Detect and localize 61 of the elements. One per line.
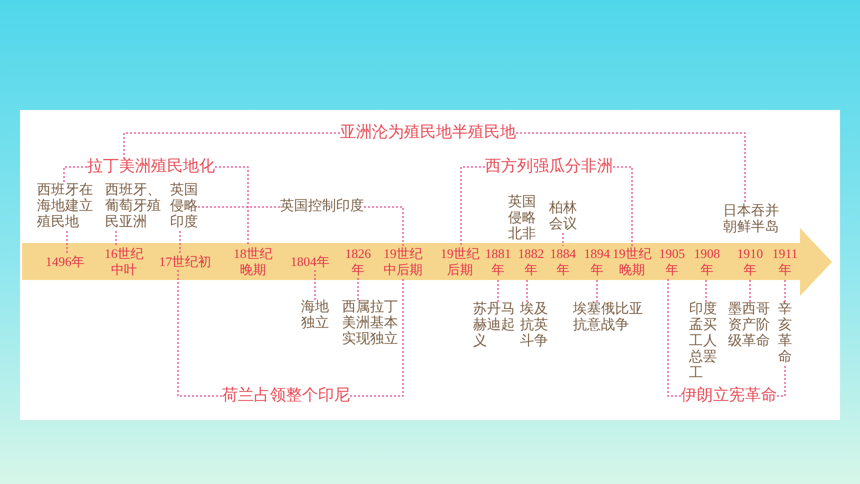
leader-line [784, 278, 786, 302]
leader-line [777, 366, 786, 397]
date-label: 1496年 [39, 254, 91, 270]
group-heading: 拉丁美洲殖民地化 [87, 159, 215, 175]
date-label: 19世纪后期 [437, 246, 483, 278]
leader-line [63, 166, 87, 183]
leader-line [364, 206, 404, 246]
group-heading: 西方列强瓜分非洲 [485, 159, 613, 175]
leader-line [497, 278, 499, 302]
group-heading: 亚洲沦为殖民地半殖民地 [340, 125, 516, 141]
leader-line [596, 278, 598, 302]
leader-line [357, 278, 359, 300]
event-text: 辛亥革命 [778, 302, 792, 366]
event-text: 西班牙、葡萄牙殖民亚洲 [105, 183, 161, 231]
event-text: 印度孟买工人总罢工 [689, 302, 717, 382]
date-label: 1911年 [770, 246, 800, 278]
leader-line [460, 166, 485, 246]
leader-line [350, 278, 404, 397]
date-label: 1884年 [548, 246, 578, 278]
leader-line [115, 231, 117, 246]
date-label: 16世纪中叶 [101, 246, 147, 278]
event-text: 日本吞并朝鲜半岛 [723, 204, 779, 236]
event-text: 英国控制印度 [280, 199, 364, 215]
date-label: 1910年 [735, 246, 765, 278]
group-heading: 荷兰占领整个印尼 [222, 388, 350, 404]
date-label: 1826年 [343, 246, 373, 278]
date-label: 1881年 [483, 246, 513, 278]
date-label: 1894年 [582, 246, 612, 278]
leader-line [123, 132, 340, 159]
leader-line [667, 278, 681, 397]
event-text: 柏林会议 [549, 201, 577, 233]
leader-line [314, 270, 316, 300]
event-text: 英国侵略印度 [170, 183, 198, 231]
event-text: 西班牙在海地建立殖民地 [37, 183, 93, 231]
event-text: 西属拉丁美洲基本实现独立 [342, 300, 398, 348]
group-heading: 伊朗立宪革命 [681, 388, 777, 404]
event-text: 埃及抗英斗争 [520, 302, 548, 350]
leader-line [526, 278, 528, 302]
date-label: 19世纪中后期 [380, 246, 426, 278]
date-label: 17世纪初 [152, 254, 218, 270]
event-text: 英国侵略北非 [508, 195, 536, 243]
date-label: 1804年 [287, 254, 333, 270]
date-label: 19世纪晚期 [611, 246, 653, 278]
date-label: 18世纪晚期 [230, 246, 276, 278]
leader-line [516, 132, 746, 204]
event-text: 墨西哥资产阶级革命 [728, 302, 770, 350]
leader-line [198, 206, 280, 208]
leader-line [705, 278, 707, 302]
event-text: 埃塞俄比亚抗意战争 [573, 302, 643, 334]
event-text: 苏丹马赫迪起义 [473, 302, 515, 350]
date-label: 1908年 [692, 246, 722, 278]
leader-line [215, 166, 249, 246]
leader-line [177, 270, 222, 397]
event-text: 海地独立 [301, 300, 329, 332]
leader-line [749, 278, 751, 302]
leader-line [179, 231, 181, 254]
date-label: 1905年 [657, 246, 687, 278]
leader-line [562, 233, 564, 246]
leader-line [613, 166, 633, 246]
leader-line [66, 231, 68, 254]
date-label: 1882年 [516, 246, 546, 278]
